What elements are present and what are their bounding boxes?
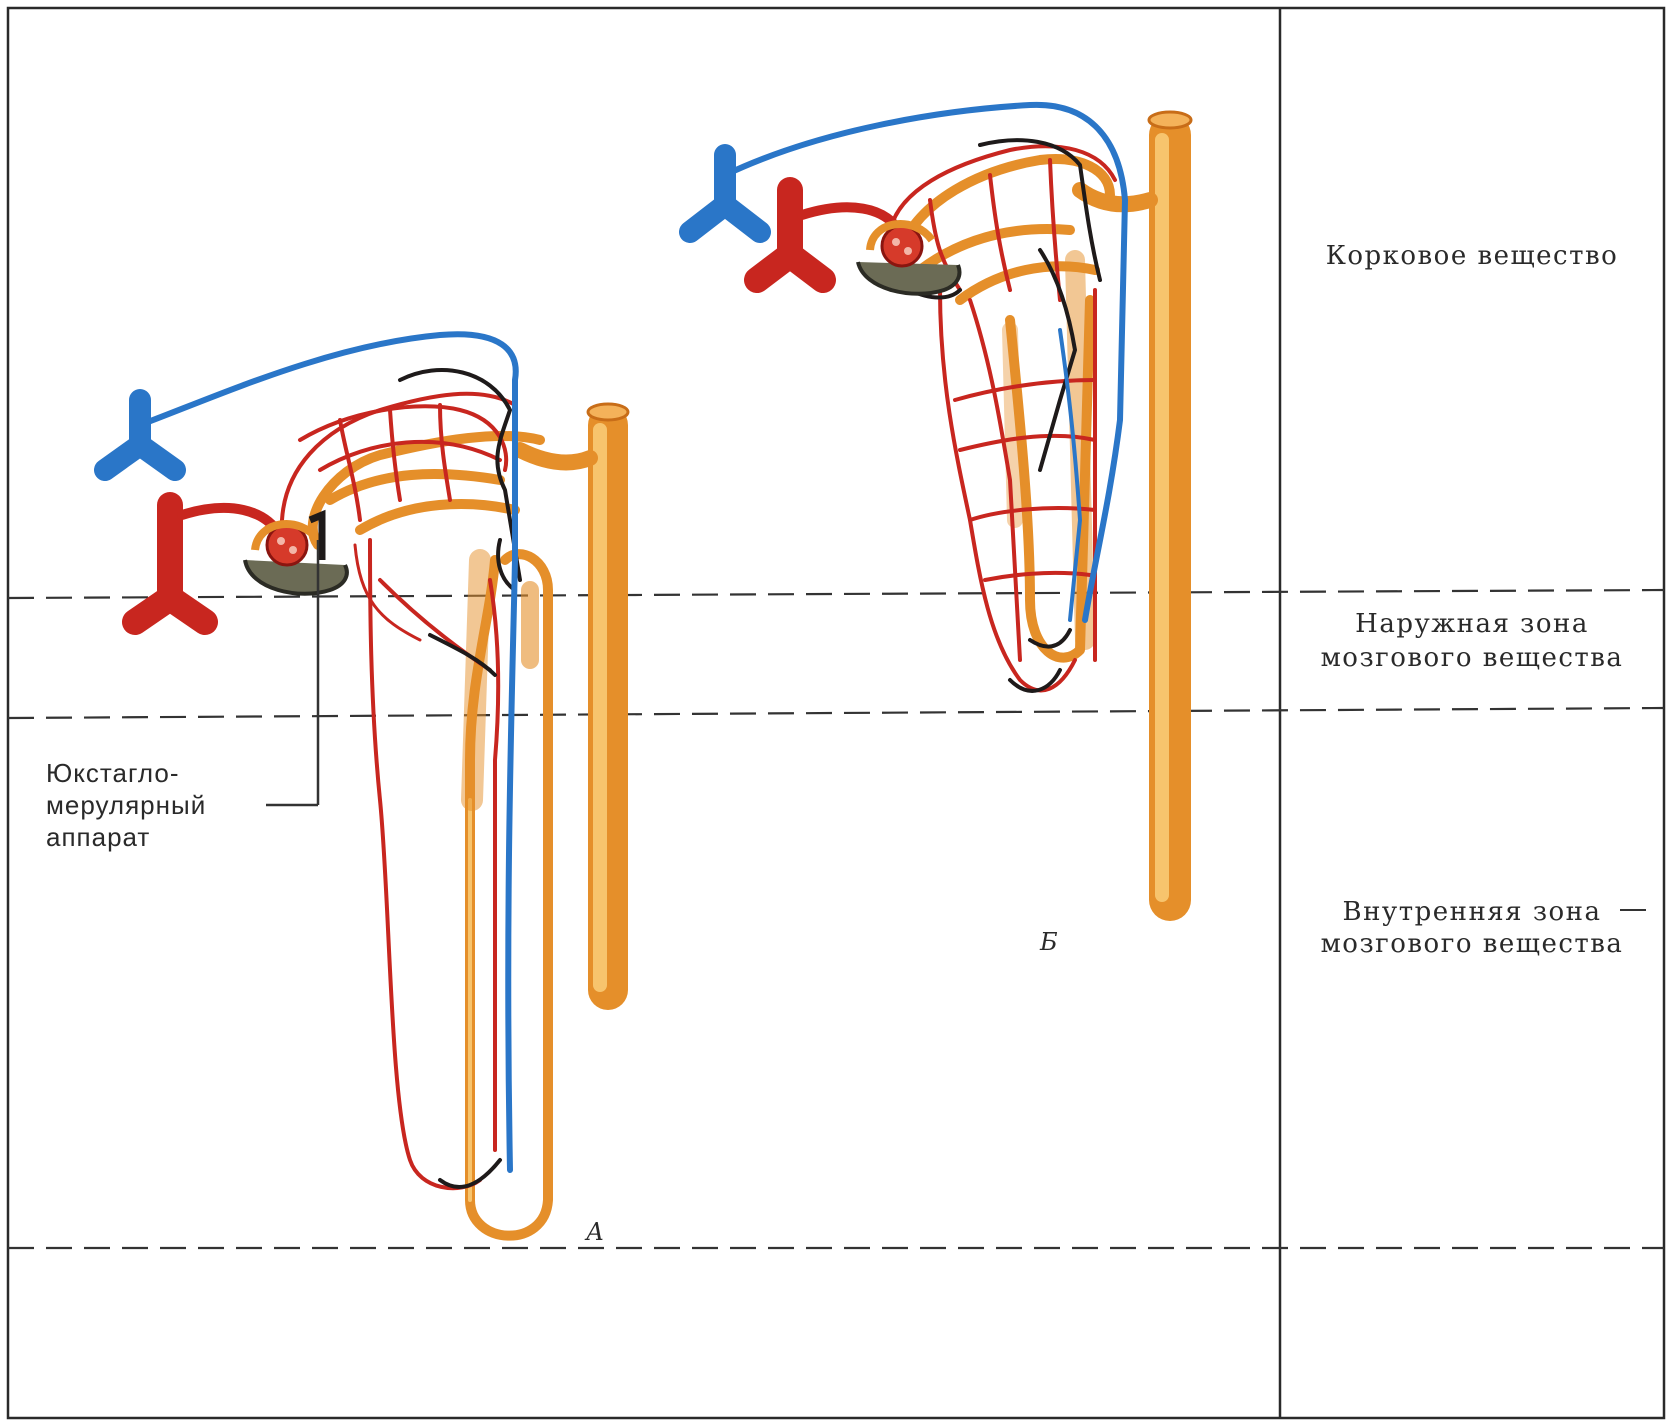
diagram-frame <box>8 8 1664 1418</box>
cortex-outer-medulla-boundary <box>8 590 1664 598</box>
outer-medulla-label-line1: Наружная зона <box>1355 609 1589 639</box>
jga-label-line1: Юкстагло- <box>46 758 180 788</box>
jga-label-line3: аппарат <box>46 822 150 852</box>
vein-b <box>690 105 1125 620</box>
jga-label-line2: мерулярный <box>46 790 206 820</box>
panel-letter-a: А <box>584 1218 604 1246</box>
cortex-label: Корковое вещество <box>1326 241 1619 271</box>
inner-medulla-label-line2: мозгового вещества <box>1321 929 1624 959</box>
zone-labels: Корковое вещество Наружная зона мозговог… <box>1321 241 1646 959</box>
nephron-a-juxtamedullary <box>105 334 628 1235</box>
vein-a <box>105 334 516 1170</box>
outer-medulla-label-line2: мозгового вещества <box>1321 643 1624 673</box>
jga-label: Юкстагло- мерулярный аппарат <box>46 758 206 852</box>
nephron-b-cortical <box>690 105 1191 900</box>
inner-medulla-label-line1: Внутренняя зона <box>1342 897 1601 927</box>
panel-letter-b: Б <box>1039 928 1058 956</box>
outer-inner-medulla-boundary <box>8 708 1664 718</box>
collecting-duct-a <box>520 404 628 990</box>
glomerulus-a <box>245 515 347 594</box>
venous-capillaries-a <box>400 370 520 1187</box>
